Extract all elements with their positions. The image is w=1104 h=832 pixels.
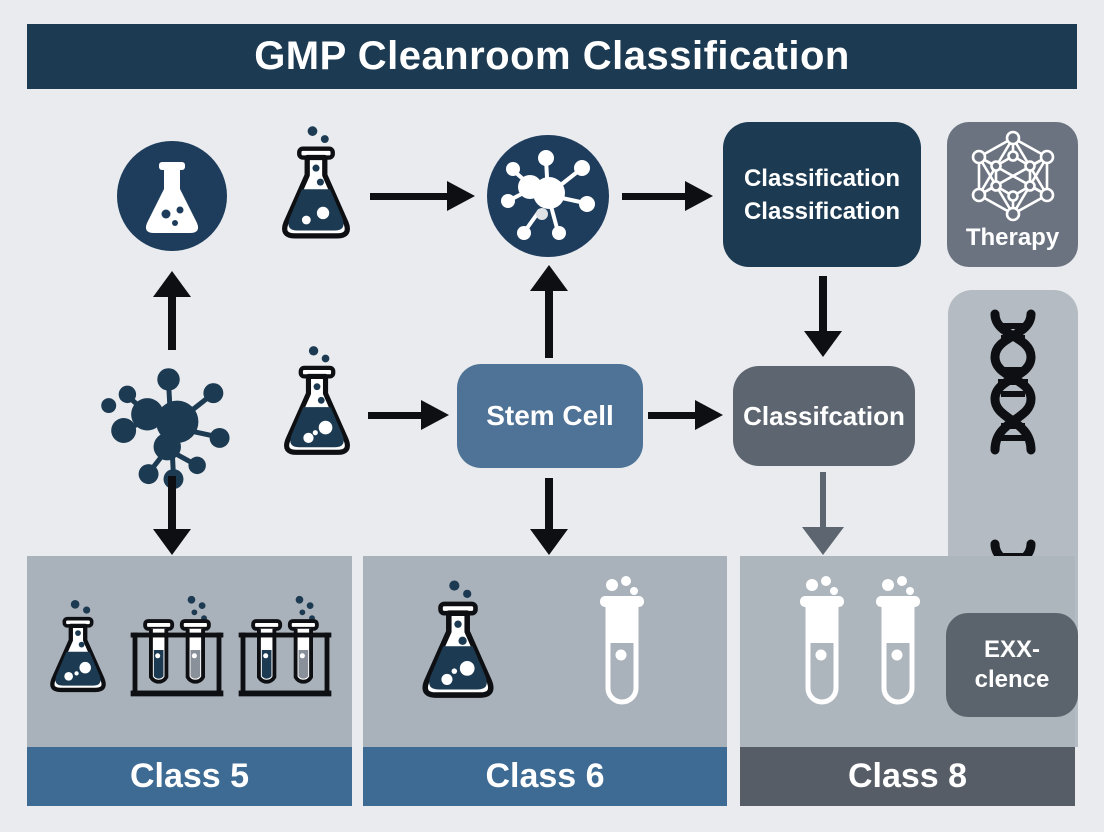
molecule-icon [95,352,247,504]
stem-cell-box: Stem Cell [457,364,643,468]
dna-helix-icon [981,306,1045,458]
erlenmeyer-flask-icon [272,124,360,250]
excellence-line1: EXX- [983,636,1040,663]
classification-box: Classification Classification [723,122,921,267]
title-bar: GMP Cleanroom Classification [27,24,1077,89]
erlenmeyer-flask-icon [412,578,504,710]
class8-banner: Class 8 [740,747,1075,806]
flow-arrow-molecule-to-classification [622,181,716,211]
flow-arrow-stemcell-to-molecule [530,262,568,358]
excellence-line2: clence [974,666,1050,693]
erlenmeyer-flask-icon [42,598,114,702]
classifcation-box: Classifcation [733,366,915,466]
molecule-in-circle-icon [487,135,609,257]
flow-arrow-molecule-to-flaskcircle [153,268,191,350]
class5-label: Class 5 [129,757,250,795]
class6-label: Class 6 [485,757,605,795]
page-title: GMP Cleanroom Classification [254,34,850,78]
classifcation-label: Classifcation [743,400,905,431]
classification-line2: Classification [743,197,901,225]
test-tube-icon [596,576,648,714]
flow-arrow-flask-to-stemcell [368,400,452,430]
test-tube-icon [872,576,924,714]
flow-arrow-flask-to-molecule [370,181,478,211]
test-tube-rack-icon [238,594,332,706]
flow-arrow-stemcell-to-class6 [530,478,568,558]
therapy-label: Therapy [965,224,1060,251]
flow-arrow-molecule-to-class5 [153,476,191,558]
excellence-box: EXX- clence [946,613,1078,717]
stem-cell-label: Stem Cell [486,400,614,431]
test-tube-icon [796,576,848,714]
flow-arrow-classification-to-classifcation [804,276,842,360]
therapy-box: Therapy [947,122,1078,267]
class5-banner: Class 5 [27,747,352,806]
test-tube-rack-icon [130,594,224,706]
neural-network-icon [965,128,1061,224]
flask-in-circle-icon [117,141,227,251]
class6-zone [363,556,727,747]
erlenmeyer-flask-icon [274,344,360,466]
class6-banner: Class 6 [363,747,727,806]
flow-arrow-stemcell-to-classifcation [648,400,726,430]
flow-arrow-classifcation-to-class8 [802,472,844,558]
classification-line1: Classification [743,164,901,192]
class8-label: Class 8 [847,757,968,795]
